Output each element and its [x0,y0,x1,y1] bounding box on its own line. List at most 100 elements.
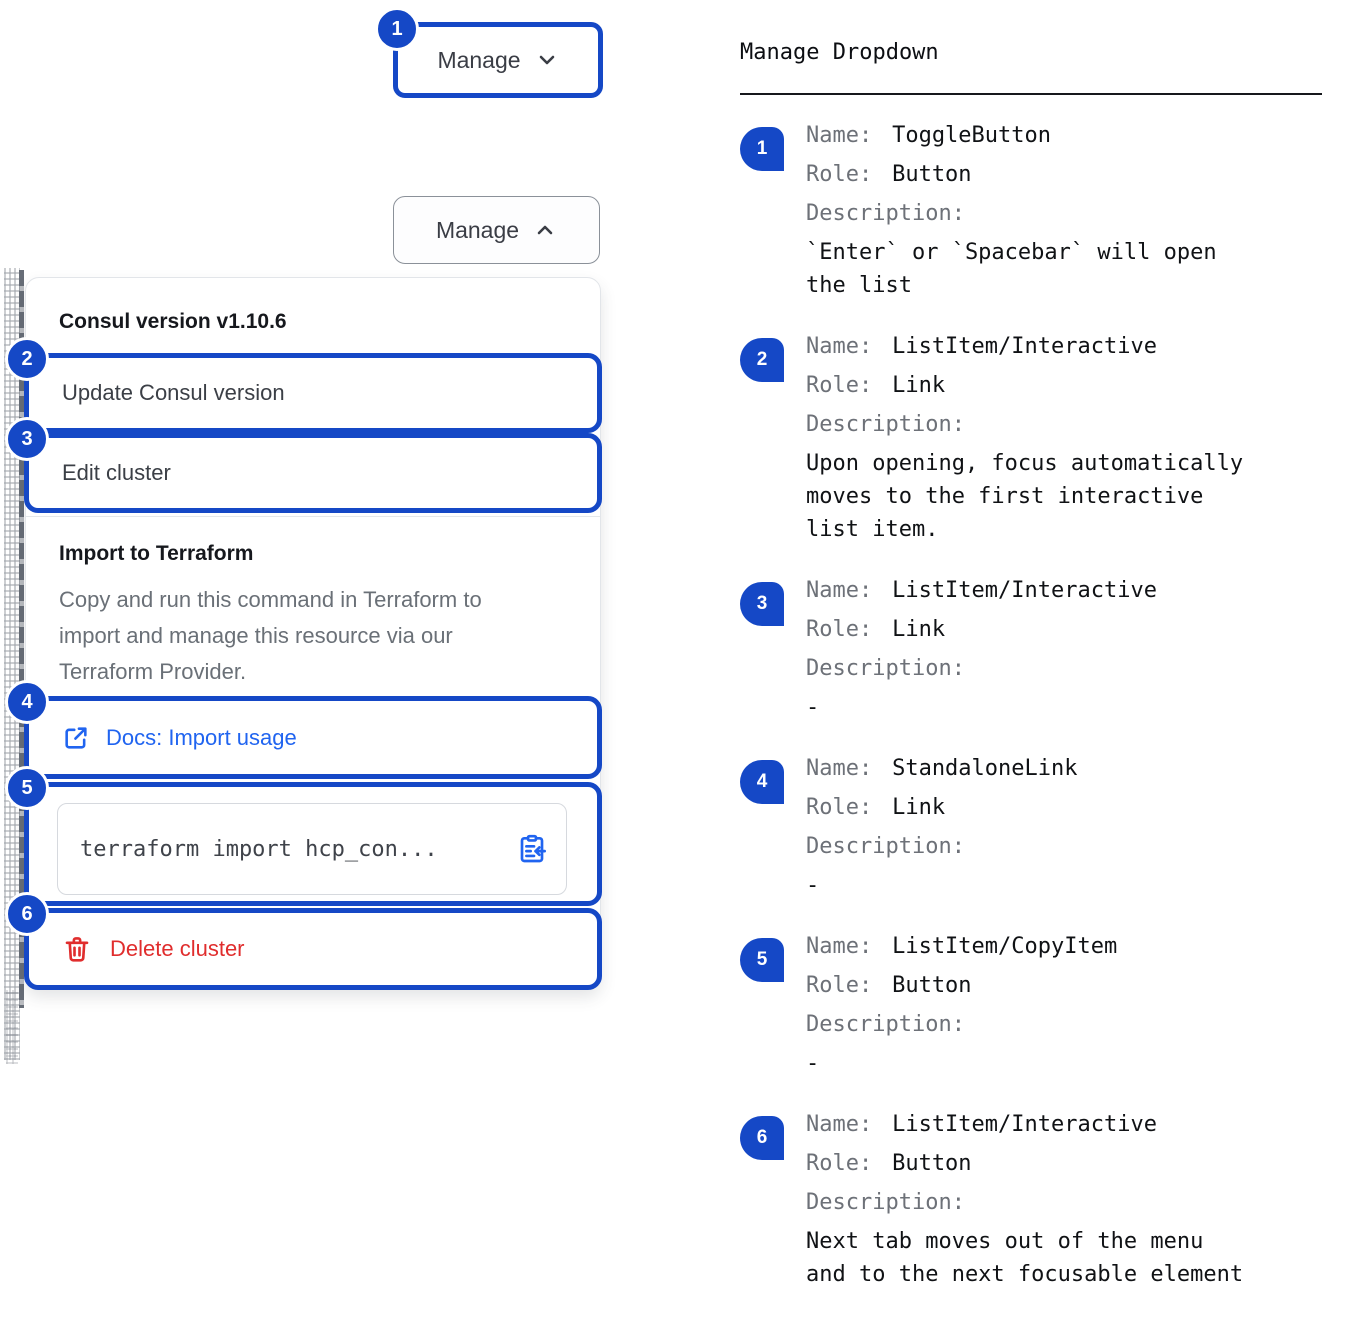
menu-item-update-consul-version[interactable]: Update Consul version [62,380,285,405]
legend-badge-2-number: 2 [756,349,768,370]
delete-cluster-item[interactable]: Delete cluster [62,913,245,985]
consul-version-header: Consul version v1.10.6 [59,310,287,333]
annotation-box-3: Edit cluster [24,433,602,513]
annotation-badge-6-number: 6 [21,902,33,925]
role-label: Role: [806,162,873,187]
terraform-import-copy-field[interactable]: terraform import hcp_con... [57,803,567,895]
annotation-badge-2: 2 [5,337,49,381]
name-label: Name: [806,123,873,148]
annotation-badge-4-number: 4 [21,690,33,713]
description-label: Description: [806,1190,965,1215]
legend-title-underline [740,93,1322,95]
legend-badge-5-number: 5 [756,949,768,970]
annotation-badge-5: 5 [5,766,49,810]
annotation-box-2: Update Consul version [24,353,602,433]
role-label: Role: [806,973,873,998]
name-label: Name: [806,334,873,359]
legend-badge-3: 3 [740,582,784,626]
manage-open-label: Manage [435,216,520,243]
annotation-badge-4: 4 [5,680,49,724]
annotation-badge-1-number: 1 [391,17,403,40]
docs-import-usage-link[interactable]: Docs: Import usage [62,701,297,774]
docs-import-usage-label: Docs: Import usage [106,724,297,750]
screenshot-edge-artifact-tail [6,990,18,1064]
role-value: Link [892,617,946,642]
description-value: `Enter` or `Spacebar` will open the list [806,240,1217,298]
legend-badge-1-number: 1 [756,138,768,159]
name-label: Name: [806,1112,873,1137]
role-label: Role: [806,373,873,398]
role-value: Button [892,973,972,998]
name-label: Name: [806,756,873,781]
screenshot-edge-line [19,270,24,1008]
menu-item-edit-cluster[interactable]: Edit cluster [62,460,171,485]
annotation-badge-1: 1 [375,7,419,51]
legend-entry-2: 2 Name: ListItem/Interactive Role: Link De… [740,330,1322,552]
manage-toggle-button[interactable]: Manage [393,22,603,98]
name-value: StandaloneLink [892,756,1078,781]
chevron-down-icon [539,55,554,65]
role-value: Link [892,373,946,398]
annotated-screenshot: 1 Manage Manage Consul version v1.10.6 U… [4,7,1322,1287]
role-label: Role: [806,617,873,642]
external-link-icon [65,726,87,749]
screenshot-edge-artifact [4,268,20,1060]
legend-badge-6: 6 [740,1116,784,1160]
name-value: ListItem/Interactive [892,578,1157,603]
legend-badge-6-number: 6 [756,1127,768,1148]
description-label: Description: [806,412,965,437]
legend-panel: Manage Dropdown 1 Name: ToggleButton Role… [740,40,1322,1319]
description-label: Description: [806,1012,965,1037]
annotation-badge-3: 3 [5,417,49,461]
description-value: - [806,695,820,720]
annotation-box-6: Delete cluster [24,908,602,990]
manage-open-button[interactable]: Manage [393,196,600,264]
legend-entry-5: 5 Name: ListItem/CopyItem Role: Button Des… [740,930,1322,1086]
annotation-badge-5-number: 5 [21,776,33,799]
role-label: Role: [806,1151,873,1176]
description-label: Description: [806,656,965,681]
description-label: Description: [806,834,965,859]
legend-badge-4-number: 4 [756,771,768,792]
chevron-up-icon [537,225,553,235]
role-value: Link [892,795,946,820]
name-value: ListItem/Interactive [892,1112,1157,1137]
delete-cluster-label: Delete cluster [110,936,245,961]
name-value: ToggleButton [892,123,1052,148]
role-value: Button [892,1151,972,1176]
dropdown-divider [26,516,600,517]
name-value: ListItem/CopyItem [892,934,1118,959]
name-value: ListItem/Interactive [892,334,1157,359]
legend-entry-3: 3 Name: ListItem/Interactive Role: Link De… [740,574,1322,730]
trash-icon [65,937,89,962]
annotation-box-5: terraform import hcp_con... [24,782,602,906]
legend-badge-2: 2 [740,338,784,382]
annotation-badge-3-number: 3 [21,427,33,450]
import-terraform-description: Copy and run this command in Terraform t… [59,587,482,684]
legend-badge-3-number: 3 [756,593,768,614]
role-value: Button [892,162,972,187]
description-value: - [806,873,820,898]
annotation-badge-6: 6 [5,892,49,936]
clipboard-copy-icon [520,834,546,863]
manage-dropdown-panel: Consul version v1.10.6 Update Consul ver… [24,277,602,990]
name-label: Name: [806,934,873,959]
role-label: Role: [806,795,873,820]
name-label: Name: [806,578,873,603]
legend-badge-5: 5 [740,938,784,982]
description-value: - [806,1051,820,1076]
legend-badge-4: 4 [740,760,784,804]
description-value: Next tab moves out of the menu and to th… [806,1229,1244,1287]
legend-entry-1: 1 Name: ToggleButton Role: Button Descript… [740,119,1322,308]
description-label: Description: [806,201,965,226]
annotation-badge-2-number: 2 [21,347,33,370]
import-terraform-title: Import to Terraform [59,542,254,565]
description-value: Upon opening, focus automatically moves … [806,451,1244,542]
legend-badge-1: 1 [740,127,784,171]
terraform-import-command: terraform import hcp_con... [80,836,438,862]
copy-command-button[interactable] [516,833,548,865]
manage-toggle-label: Manage [437,46,521,73]
legend-title: Manage Dropdown [740,40,939,65]
legend-entry-4: 4 Name: StandaloneLink Role: Link Descript… [740,752,1322,908]
legend-entry-6: 6 Name:ListItem/Interactive Role:Button … [740,1108,1322,1297]
